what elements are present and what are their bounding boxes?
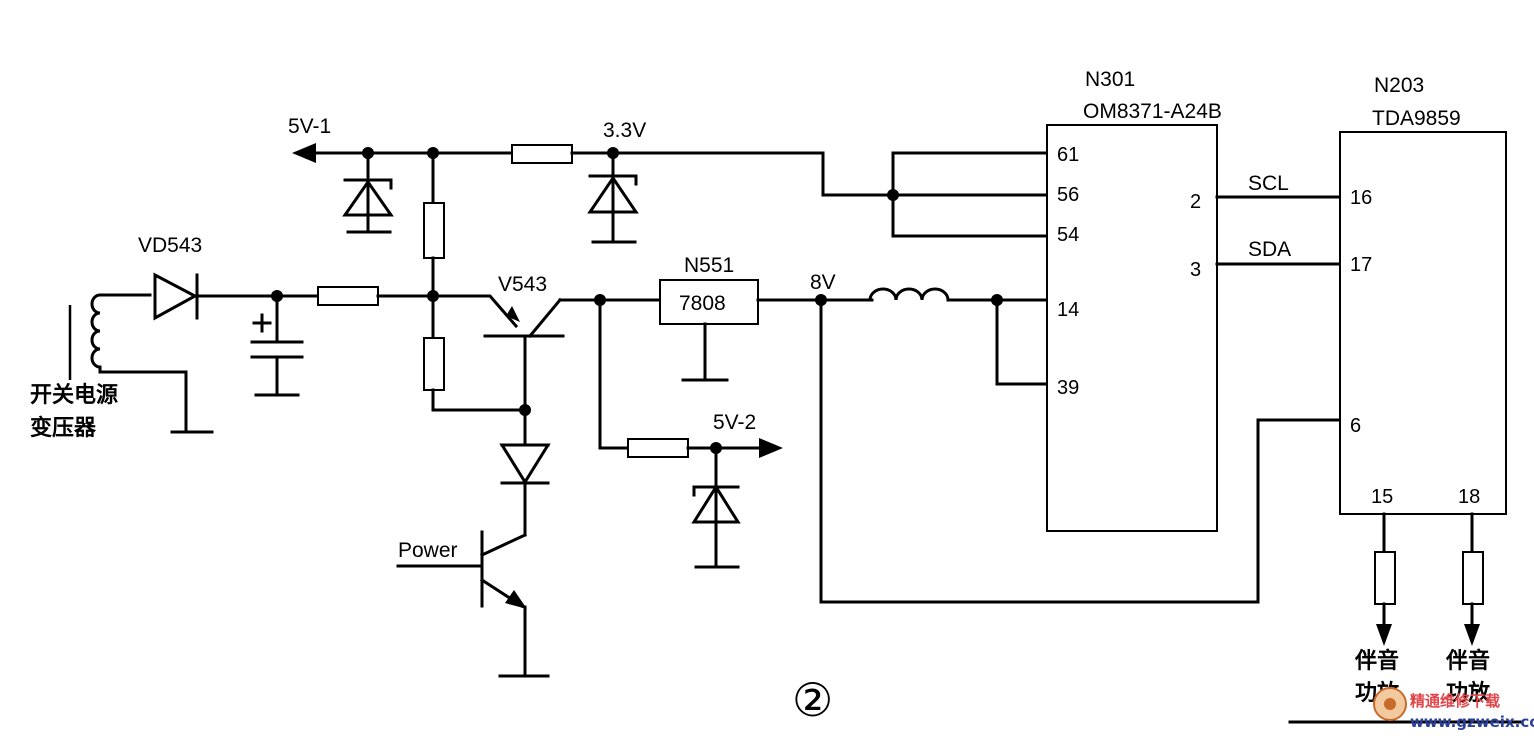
n203-part: TDA9859 bbox=[1372, 107, 1461, 130]
n301-part: OM8371-A24B bbox=[1083, 100, 1222, 123]
n301-pin-3: 3 bbox=[1190, 259, 1201, 281]
zener-5v1 bbox=[342, 151, 394, 234]
label-5v1: 5V-1 bbox=[288, 115, 331, 138]
output1-line1: 伴音 bbox=[1354, 648, 1399, 674]
n301-pin-56: 56 bbox=[1057, 184, 1079, 206]
ic-n301 bbox=[1046, 124, 1218, 532]
label-7808: 7808 bbox=[679, 292, 726, 315]
label-transformer-line2: 变压器 bbox=[30, 415, 97, 441]
ic-n203 bbox=[1339, 131, 1507, 515]
n301-pin-14: 14 bbox=[1057, 299, 1079, 321]
inductor-8v bbox=[868, 287, 1049, 386]
label-transformer-line1: 开关电源 bbox=[30, 383, 118, 408]
watermark-cn: 精通维修下载 bbox=[1410, 692, 1500, 710]
transistor-v543 bbox=[431, 294, 662, 447]
label-power: Power bbox=[398, 539, 458, 562]
n203-ref: N203 bbox=[1374, 74, 1424, 97]
divider-resistors bbox=[423, 151, 527, 412]
diode-vd543 bbox=[153, 272, 322, 321]
label-sda: SDA bbox=[1248, 238, 1291, 261]
filter-capacitor bbox=[250, 290, 304, 397]
n203-pin-17: 17 bbox=[1350, 254, 1372, 276]
n301-pin-39: 39 bbox=[1057, 377, 1079, 399]
resistor-input bbox=[317, 286, 435, 306]
n203-pin-6: 6 bbox=[1350, 415, 1361, 437]
rail-5v2 bbox=[598, 298, 783, 569]
wire-8v-to-n203-pin6 bbox=[819, 298, 1342, 604]
output-18 bbox=[1462, 512, 1484, 646]
diode-series bbox=[499, 443, 551, 537]
output2-line2: 功放 bbox=[1446, 680, 1491, 706]
label-n551: N551 bbox=[684, 254, 734, 277]
n203-pin-16: 16 bbox=[1350, 187, 1372, 209]
zener-3v3 bbox=[587, 151, 639, 244]
figure-number: ② bbox=[792, 673, 833, 727]
n301-pin-54: 54 bbox=[1057, 224, 1079, 246]
n301-ref: N301 bbox=[1085, 68, 1135, 91]
transformer bbox=[68, 293, 214, 434]
label-v543: V543 bbox=[498, 273, 547, 296]
watermark: 精通维修下载 www.gzweix.com bbox=[1373, 687, 1534, 731]
watermark-url: www.gzweix.com bbox=[1410, 713, 1534, 731]
regulator-n551 bbox=[659, 279, 874, 382]
label-vd543: VD543 bbox=[138, 234, 202, 257]
label-scl: SCL bbox=[1248, 172, 1289, 195]
transistor-power bbox=[396, 530, 550, 678]
label-8v: 8V bbox=[810, 271, 836, 294]
rail-5v1-3v3 bbox=[292, 143, 1049, 238]
n301-pin-2: 2 bbox=[1190, 191, 1201, 213]
label-5v2: 5V-2 bbox=[713, 411, 756, 434]
n301-pin-61: 61 bbox=[1057, 144, 1079, 166]
i2c-bus bbox=[1215, 195, 1342, 266]
output2-line1: 伴音 bbox=[1445, 648, 1490, 674]
n203-pin-15: 15 bbox=[1371, 486, 1393, 508]
output-15 bbox=[1374, 512, 1396, 646]
n203-pin-18: 18 bbox=[1458, 486, 1480, 508]
label-3v3: 3.3V bbox=[603, 119, 646, 142]
